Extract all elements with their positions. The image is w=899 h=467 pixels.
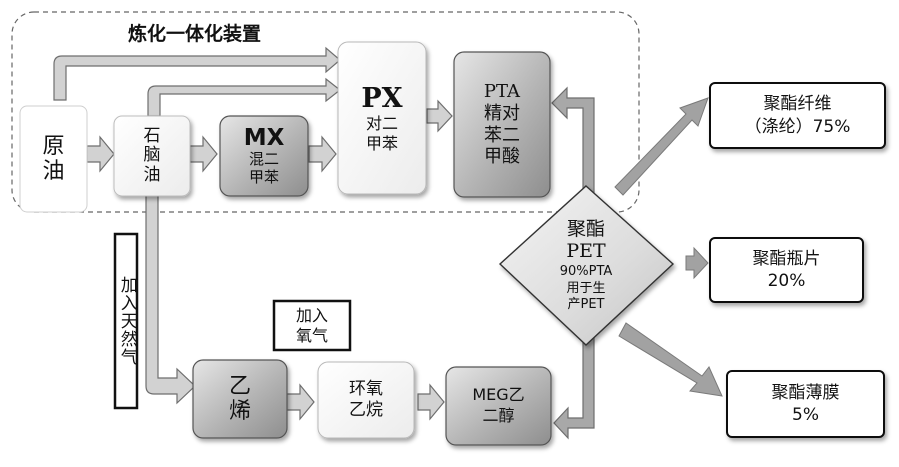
px-title: PX <box>361 83 403 115</box>
pet-label: 聚酯 PET 90%PTA 用于生 产PET <box>520 204 652 328</box>
ethylene-oxide-box <box>317 361 415 439</box>
ethylene-oxide-label: 环氧 乙烷 <box>349 378 383 420</box>
oxygen-label: 加入 氧气 <box>295 306 328 345</box>
film-label: 聚酯薄膜 5% <box>771 382 840 425</box>
ethylene-box <box>192 359 288 439</box>
pet-title: 聚酯 PET <box>566 217 606 262</box>
px-subtitle: 对二 甲苯 <box>365 114 398 153</box>
integrated-unit-outline <box>11 11 640 213</box>
pta-label: PTA 精对 苯二 甲酸 <box>483 81 521 168</box>
crude-oil-label: 原 油 <box>42 133 65 184</box>
px-label: PX 对二 甲苯 <box>338 42 426 194</box>
mx-title: MX <box>243 125 285 152</box>
pet-diamond <box>498 185 675 346</box>
arrow-crude-to-naphtha <box>86 135 115 173</box>
fiber-label: 聚酯纤维 （涤纶）75% <box>744 94 851 137</box>
arrow-pet-to-film <box>618 322 723 397</box>
crude-oil-box <box>19 105 88 213</box>
mx-box <box>219 115 309 197</box>
pet-note: 90%PTA 用于生 产PET <box>559 264 613 312</box>
meg-box <box>445 366 552 446</box>
meg-label: MEG乙 二醇 <box>472 385 525 425</box>
arrow-naphtha-to-mx <box>189 135 218 173</box>
arrow-mx-to-px <box>308 135 337 173</box>
arrow-pet-to-bottle <box>685 246 709 280</box>
natural-gas-label: 加入天然气 <box>116 276 137 366</box>
arrow-naphtha-to-ethylene <box>145 192 196 405</box>
ethylene-label: 乙 烯 <box>228 373 251 424</box>
arrow-ethylene-to-oxide <box>286 383 315 421</box>
integrated-unit-label: 炼化一体化装置 <box>128 23 262 46</box>
fiber-box <box>709 82 886 149</box>
arrow-pet-to-fiber <box>614 97 709 196</box>
pta-box <box>453 51 551 198</box>
mx-subtitle: 混二 甲苯 <box>248 150 279 186</box>
naphtha-label: 石 脑 油 <box>143 126 161 185</box>
px-box <box>337 41 427 195</box>
bottle-box <box>709 237 864 303</box>
arrow-naphtha-to-px <box>147 77 341 117</box>
arrow-oxide-to-meg <box>417 383 445 421</box>
natural-gas-box <box>113 232 139 410</box>
arrow-px-to-pta <box>426 99 453 133</box>
film-box <box>726 370 885 438</box>
arrow-crude-to-px <box>53 46 341 101</box>
naphtha-box <box>113 115 191 197</box>
oxygen-box <box>272 299 352 352</box>
bottle-label: 聚酯瓶片 20% <box>752 248 821 291</box>
arrow-pet-to-meg <box>553 325 595 440</box>
mx-label: MX 混二 甲苯 <box>220 116 308 196</box>
